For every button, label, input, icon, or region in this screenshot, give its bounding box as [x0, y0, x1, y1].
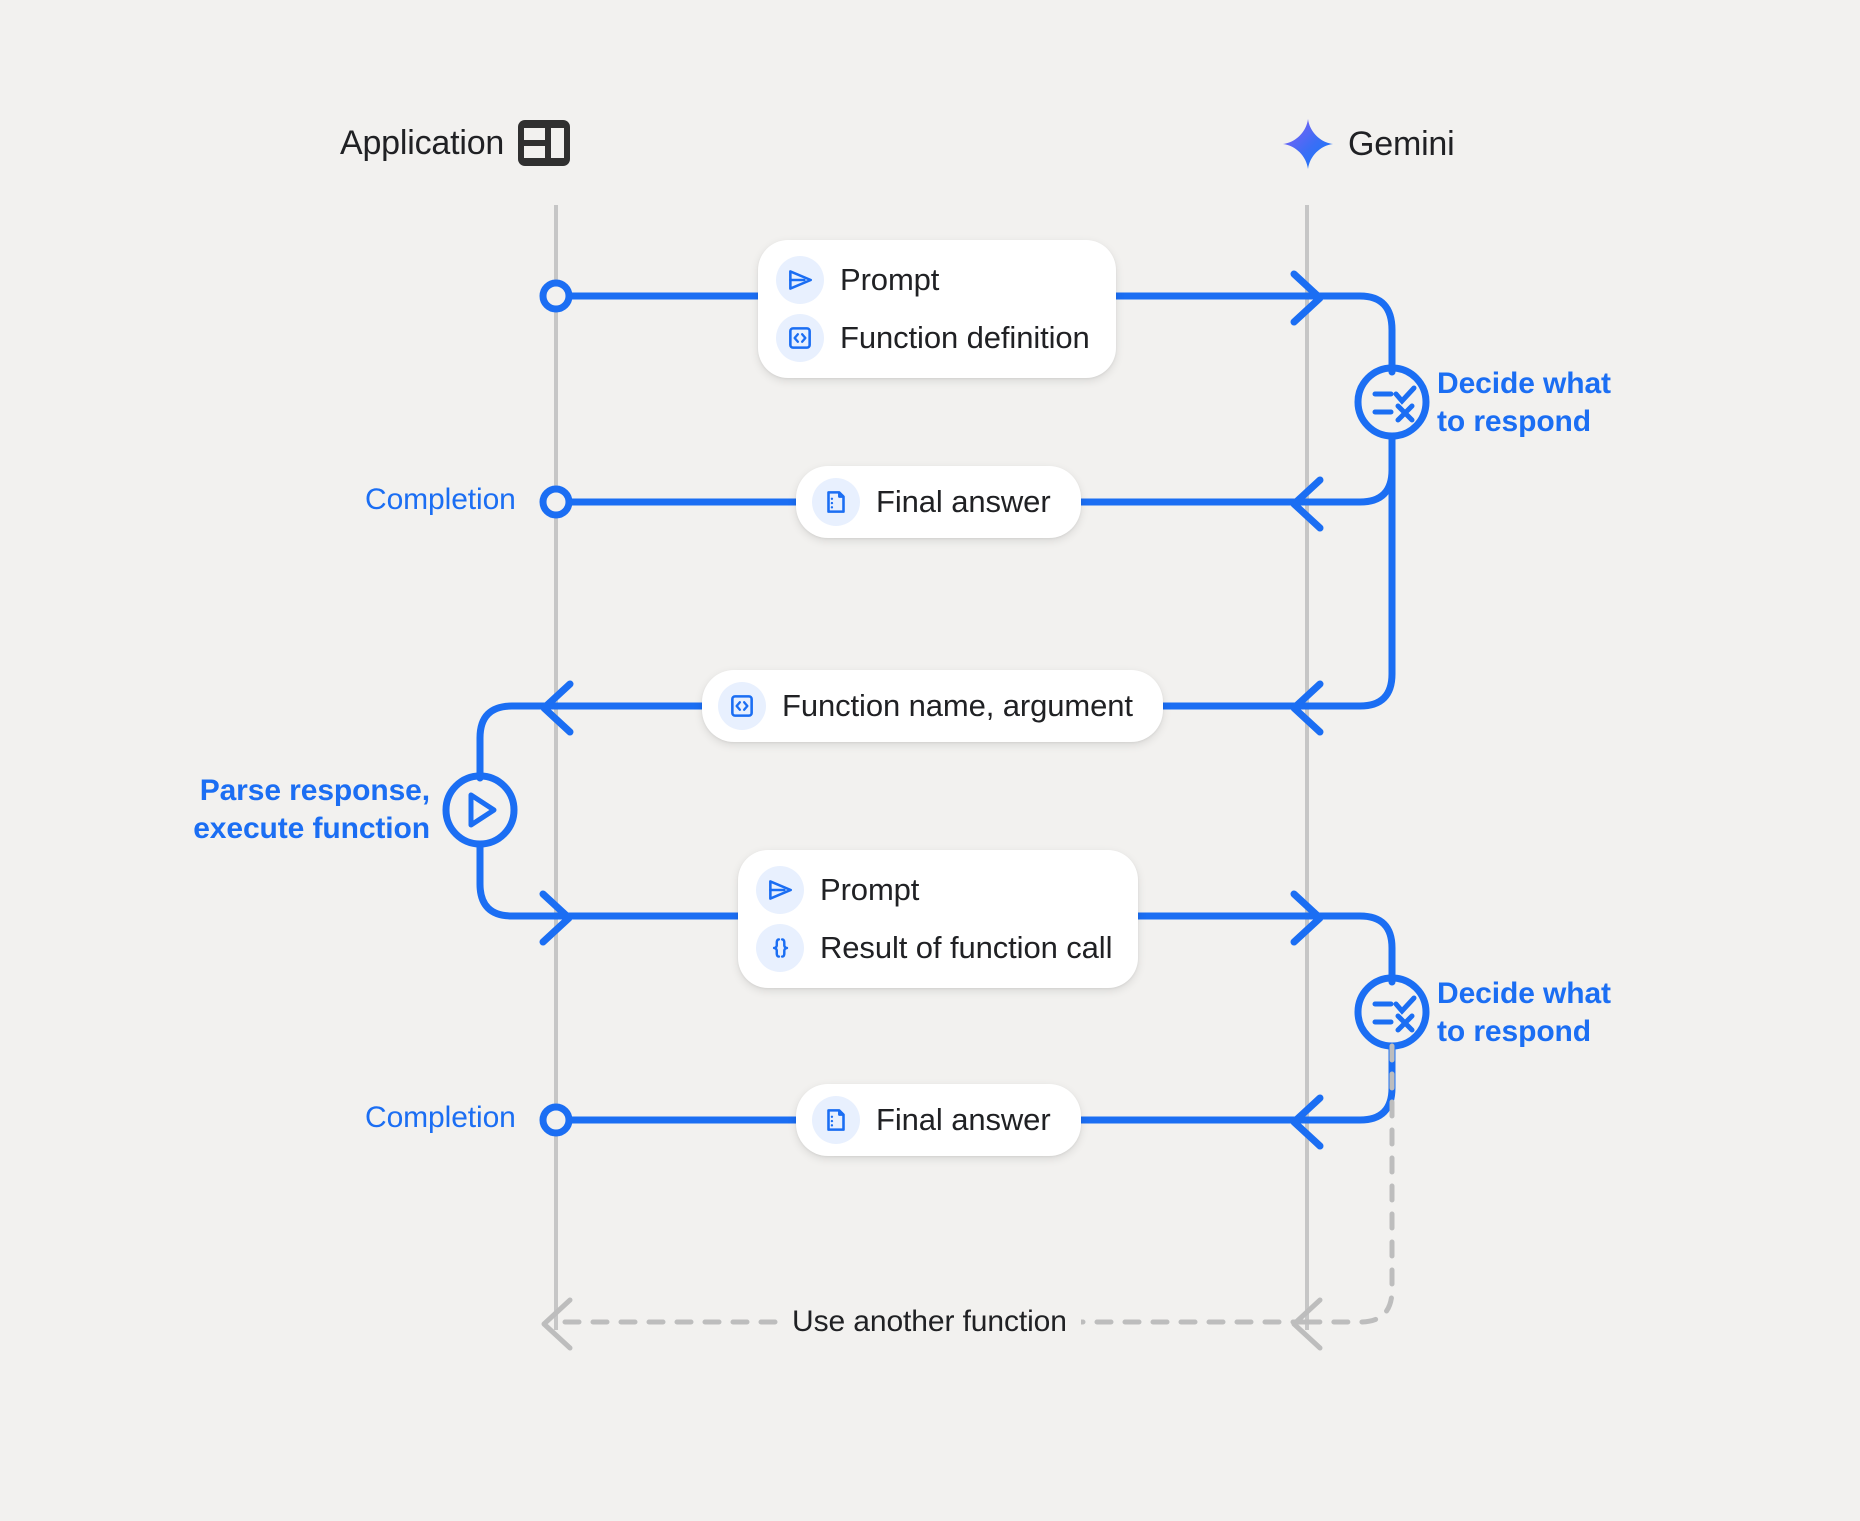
- loop-arrowhead-right: [1291, 1297, 1323, 1351]
- bubble-row-final-answer-1: Final answer: [812, 478, 1051, 526]
- actor-application: Application: [340, 120, 571, 166]
- wire-gemini-entry-1: [1303, 292, 1396, 376]
- message-bubble-prompt-function-definition: Prompt Function definition: [758, 240, 1116, 378]
- actor-application-label: Application: [340, 123, 505, 162]
- bubble-label-prompt-2: Prompt: [820, 872, 920, 907]
- wire-decision1-to-function-call: [1303, 432, 1396, 710]
- bubble-row-prompt: Prompt: [776, 256, 1090, 304]
- send-icon: [776, 256, 824, 304]
- bubble-row-result-of-function-call: Result of function call: [756, 924, 1112, 972]
- app-layout-icon: [518, 120, 571, 166]
- gemini-sparkle-icon: [1282, 118, 1334, 170]
- completion-dot-2: [539, 1103, 573, 1137]
- curly-braces-icon: [756, 924, 804, 972]
- arrowhead-to-application-1: [1290, 476, 1324, 532]
- play-circle-icon-glyph: [468, 792, 497, 828]
- bubble-row-prompt-2: Prompt: [756, 866, 1112, 914]
- bubble-row-final-answer-2: Final answer: [812, 1096, 1051, 1144]
- actor-gemini: Gemini: [1282, 118, 1455, 170]
- annotation-completion-1: Completion: [365, 483, 516, 516]
- message-bubble-function-name-argument: Function name, argument: [702, 670, 1163, 742]
- lifeline-dots: [539, 279, 573, 1137]
- code-brackets-icon: [776, 314, 824, 362]
- wire-into-execute-node: [476, 702, 560, 782]
- annotation-completion-2: Completion: [365, 1101, 516, 1134]
- arrowhead-into-application-fn: [540, 680, 574, 736]
- message-bubble-prompt-result-of-function-call: Prompt Result of function call: [738, 850, 1139, 988]
- annotation-decide-2: Decide what to respond: [1437, 977, 1611, 1049]
- decision-node-1-circle: [1354, 364, 1430, 440]
- message-bubble-final-answer-2: Final answer: [796, 1084, 1081, 1156]
- bubble-label-result-of-function-call: Result of function call: [820, 930, 1113, 965]
- rule-check-x-icon-1: [1372, 385, 1417, 423]
- completion-dot-1: [539, 485, 573, 519]
- rule-check-x-icon-2: [1372, 995, 1417, 1033]
- article-icon: [812, 1096, 860, 1144]
- message-bubble-final-answer-1: Final answer: [796, 466, 1081, 538]
- bubble-label-function-name-argument: Function name, argument: [782, 688, 1133, 723]
- start-dot: [539, 279, 573, 313]
- annotation-parse-execute: Parse response, execute function: [193, 774, 430, 846]
- bubble-label-prompt: Prompt: [840, 262, 940, 297]
- arrowhead-to-application-3: [1290, 1094, 1324, 1150]
- bubble-row-function-name-argument: Function name, argument: [718, 682, 1133, 730]
- article-icon: [812, 478, 860, 526]
- arrowhead-to-gemini-1: [1290, 270, 1324, 326]
- wire-gemini-entry-2: [1303, 912, 1396, 986]
- loop-back-label: Use another function: [778, 1305, 1081, 1339]
- actor-gemini-label: Gemini: [1348, 124, 1455, 163]
- loop-arrowhead-left: [541, 1297, 573, 1351]
- bubble-label-function-definition: Function definition: [840, 320, 1090, 355]
- execute-node-circle: [442, 772, 518, 848]
- arrowhead-to-gemini-2: [1290, 890, 1324, 946]
- wire-out-of-execute-node: [476, 840, 560, 920]
- code-brackets-icon: [718, 682, 766, 730]
- arrowhead-to-gemini-2-left: [539, 890, 573, 946]
- bubble-row-function-definition: Function definition: [776, 314, 1090, 362]
- annotation-decide-1: Decide what to respond: [1437, 367, 1611, 439]
- send-icon: [756, 866, 804, 914]
- wire-decision2-to-final-answer: [1303, 1042, 1396, 1124]
- bubble-label-final-answer-2: Final answer: [876, 1102, 1051, 1137]
- decision-node-2-circle: [1354, 974, 1430, 1050]
- arrowhead-to-application-2: [1290, 680, 1324, 736]
- bubble-label-final-answer-1: Final answer: [876, 484, 1051, 519]
- wire-decision1-to-final-answer: [1303, 432, 1396, 506]
